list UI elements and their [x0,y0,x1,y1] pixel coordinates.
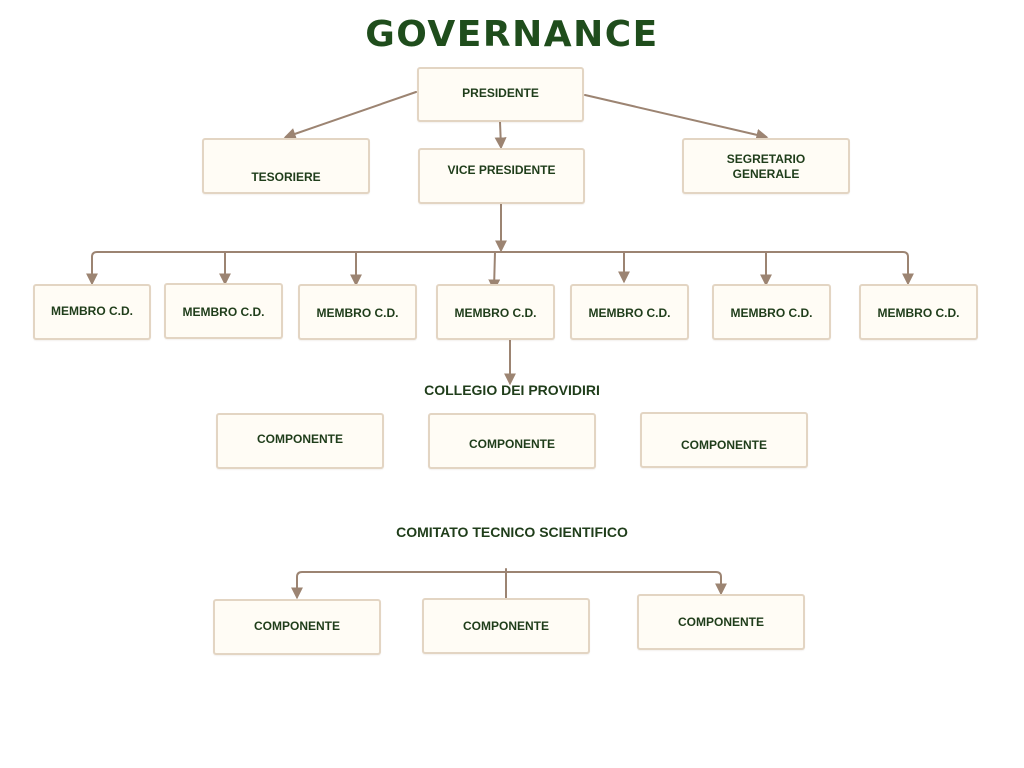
page-title: GOVERNANCE [365,14,659,55]
box-presidente[interactable]: PRESIDENTE [417,67,584,122]
box-label: TESORIERE [251,170,321,184]
box-label: MEMBRO C.D. [588,306,671,320]
heading-comitato: COMITATO TECNICO SCIENTIFICO [396,524,628,540]
box-componente-comitato-1[interactable]: COMPONENTE [213,599,381,655]
box-segretario-generale[interactable]: SEGRETARIO GENERALE [682,138,850,194]
box-membro-cd-7[interactable]: MEMBRO C.D. [859,284,978,340]
box-componente-comitato-2[interactable]: COMPONENTE [422,598,590,654]
box-label: COMPONENTE [677,615,764,629]
box-membro-cd-4[interactable]: MEMBRO C.D. [436,284,555,340]
box-label: COMPONENTE [256,432,343,446]
box-membro-cd-2[interactable]: MEMBRO C.D. [164,283,283,339]
box-label: COMPONENTE [468,437,555,451]
box-label: MEMBRO C.D. [316,306,399,320]
box-componente-comitato-3[interactable]: COMPONENTE [637,594,805,650]
box-label: PRESIDENTE [462,86,539,100]
connector-membro-4 [488,251,501,292]
box-label: COMPONENTE [680,438,767,452]
box-label: COMPONENTE [462,619,549,633]
box-label: COMPONENTE [253,619,340,633]
connector-presidente-vice [494,121,507,150]
box-label: MEMBRO C.D. [730,306,813,320]
heading-collegio: COLLEGIO DEI PROVIDIRI [424,382,600,398]
box-label: MEMBRO C.D. [182,305,265,319]
box-tesoriere[interactable]: TESORIERE [202,138,370,194]
box-componente-collegio-3[interactable]: COMPONENTE [640,412,808,468]
connector-presidente-segretario [584,94,769,141]
box-componente-collegio-1[interactable]: COMPONENTE [216,413,384,469]
box-membro-cd-3[interactable]: MEMBRO C.D. [298,284,417,340]
box-membro-cd-5[interactable]: MEMBRO C.D. [570,284,689,340]
connector-presidente-tesoriere [283,91,417,140]
box-vice-presidente[interactable]: VICE PRESIDENTE [418,148,585,204]
box-label: MEMBRO C.D. [454,306,537,320]
connector-consiglio-bus [86,251,914,286]
connector-comitato-bus [291,571,727,600]
box-membro-cd-1[interactable]: MEMBRO C.D. [33,284,151,340]
box-label: SEGRETARIO GENERALE [726,152,806,181]
box-componente-collegio-2[interactable]: COMPONENTE [428,413,596,469]
box-label: MEMBRO C.D. [877,306,960,320]
box-membro-cd-6[interactable]: MEMBRO C.D. [712,284,831,340]
box-label: VICE PRESIDENTE [447,163,556,177]
box-label: MEMBRO C.D. [51,304,133,318]
